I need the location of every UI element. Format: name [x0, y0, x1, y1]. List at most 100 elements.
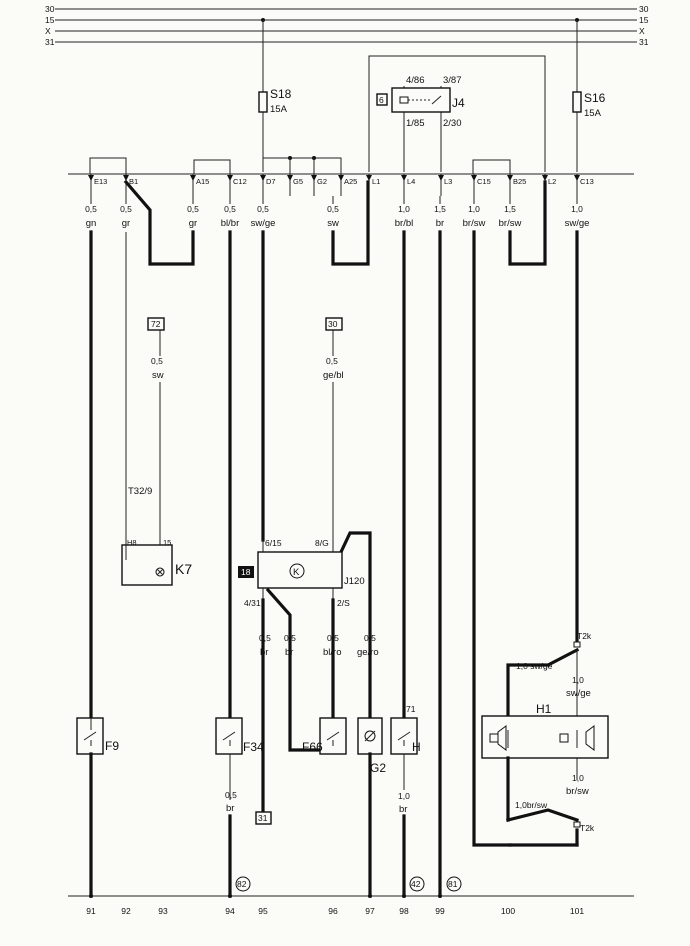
wire-hsw1: 1,0 sw/ge [516, 661, 553, 671]
fuse-s18-name: S18 [270, 87, 292, 101]
connector-label-b25: B25 [513, 177, 526, 186]
j120-pin-8-g: 8/G [315, 538, 329, 548]
connector-pin-arrow [287, 175, 293, 181]
t2k-lower: T2k [580, 823, 595, 833]
horns-h1: T2k 1,0 sw/ge 1,0 sw/ge H1 1,0 br/sw 1,0… [481, 631, 609, 847]
ref-81: 81 [448, 879, 458, 889]
rail-31-label-right: 31 [639, 37, 649, 47]
connector-label-d7: D7 [266, 177, 276, 186]
connector-label-g2: G2 [317, 177, 327, 186]
column-number-98: 98 [399, 906, 409, 916]
rail-31-label-left: 31 [45, 37, 55, 47]
t2k-upper: T2k [577, 631, 592, 641]
wire-w4-size: 0,5 [364, 633, 376, 643]
connector-pin-arrow [438, 175, 444, 181]
switch-h: 71 H 1,0 br 42 81 [390, 704, 462, 898]
wire-color-6: br/bl [395, 218, 413, 229]
wire-hb1-color: br/sw [566, 786, 589, 797]
connector-label-a25: A25 [344, 177, 357, 186]
j120-symbol: K [293, 567, 300, 578]
connector-pin-arrow [260, 175, 266, 181]
wire-size-5: 0,5 [327, 204, 339, 214]
wire-color-8: br/sw [463, 218, 486, 229]
connector-pin-arrow [471, 175, 477, 181]
wire-labels: 0,5gn0,5gr0,5gr0,5bl/br0,5sw/ge0,5sw1,0b… [85, 196, 589, 229]
supply-rails: 30 15 X 31 30 15 X 31 [45, 4, 649, 47]
column-number-95: 95 [258, 906, 268, 916]
connector-label-c13: C13 [580, 177, 594, 186]
wire-w2-size: 0,5 [284, 633, 296, 643]
fuse-s16-rating: 15A [584, 108, 602, 119]
wire-size-1: 0,5 [120, 204, 132, 214]
fuse-s18: S18 15A [258, 20, 292, 172]
rail-x-label-left: X [45, 26, 51, 36]
k7-section: 72 0,5 sw T32/9 H8 15 K7 [121, 232, 192, 586]
column-number-99: 99 [435, 906, 445, 916]
column-number-92: 92 [121, 906, 131, 916]
component-f9: F9 [105, 739, 119, 753]
wire-color-7: br [436, 218, 444, 229]
wire-color-5: sw [327, 218, 339, 229]
wire-gebl-size: 0,5 [326, 356, 338, 366]
ground-line [68, 894, 634, 898]
wire-size-4: 0,5 [257, 204, 269, 214]
column-number-93: 93 [158, 906, 168, 916]
ref-42: 42 [411, 879, 421, 889]
wire-w3-color: bl/ro [323, 647, 341, 658]
j120-pin-4-31: 4/31 [244, 598, 261, 608]
wire-size-7: 1,5 [434, 204, 446, 214]
fuse-s18-rating: 15A [270, 104, 288, 115]
wire-w1-color: br [260, 647, 268, 658]
component-h: H [412, 740, 421, 754]
harness-wires [89, 179, 579, 898]
connector-label-c12: C12 [233, 177, 247, 186]
rail-30-label-right: 30 [639, 4, 649, 14]
wire-w3-size: 0,5 [327, 633, 339, 643]
wire-w2-color: br [285, 647, 293, 658]
wire-size-8: 1,0 [468, 204, 480, 214]
wire-w4-color: ge/ro [357, 647, 379, 658]
wire-size-10: 1,0 [571, 204, 583, 214]
connector-pin-arrow [366, 175, 372, 181]
wire-sw72-color: sw [152, 370, 164, 381]
wire-size-0: 0,5 [85, 204, 97, 214]
wire-color-9: br/sw [499, 218, 522, 229]
wire-gebl-color: ge/bl [323, 370, 344, 381]
switch-f9: F9 [76, 717, 119, 898]
component-h-pin-71: 71 [406, 704, 416, 714]
wire-sw72-size: 0,5 [151, 356, 163, 366]
connector-label-l4: L4 [407, 177, 415, 186]
column-number-100: 100 [501, 906, 515, 916]
connector-t32-9: T32/9 [128, 486, 152, 497]
wire-f34-size: 0,5 [225, 790, 237, 800]
component-h1: H1 [536, 702, 552, 716]
connector-pin-arrow [574, 175, 580, 181]
connector-pin-arrow [190, 175, 196, 181]
wire-color-1: gr [122, 218, 130, 229]
switch-f34: F34 0,5 br 82 [215, 717, 264, 898]
fuse-s16-name: S16 [584, 91, 606, 105]
sender-g2: G2 [357, 717, 386, 898]
j120-name: J120 [344, 576, 365, 587]
fuse-s16: S16 15A [572, 20, 606, 172]
relay-pin-3-87: 3/87 [443, 75, 462, 86]
ref-18: 18 [241, 567, 251, 577]
wire-color-2: gr [189, 218, 197, 229]
k7-name: K7 [175, 561, 192, 577]
relay-pin-2-30: 2/30 [443, 118, 462, 129]
wire-f34-color: br [226, 803, 234, 814]
connector-pin-arrow [227, 175, 233, 181]
relay-pin-4-86: 4/86 [406, 75, 425, 86]
wire-h-size: 1,0 [398, 791, 410, 801]
relay-pin-1-85: 1/85 [406, 118, 425, 129]
k7-pin-h8: H8 [127, 538, 137, 547]
connector-pin-arrow [88, 175, 94, 181]
column-number-96: 96 [328, 906, 338, 916]
k7-pin-15: 15 [163, 538, 171, 547]
switch-f66: F66 [302, 717, 347, 755]
wire-size-6: 1,0 [398, 204, 410, 214]
wire-color-4: sw/ge [251, 218, 276, 229]
